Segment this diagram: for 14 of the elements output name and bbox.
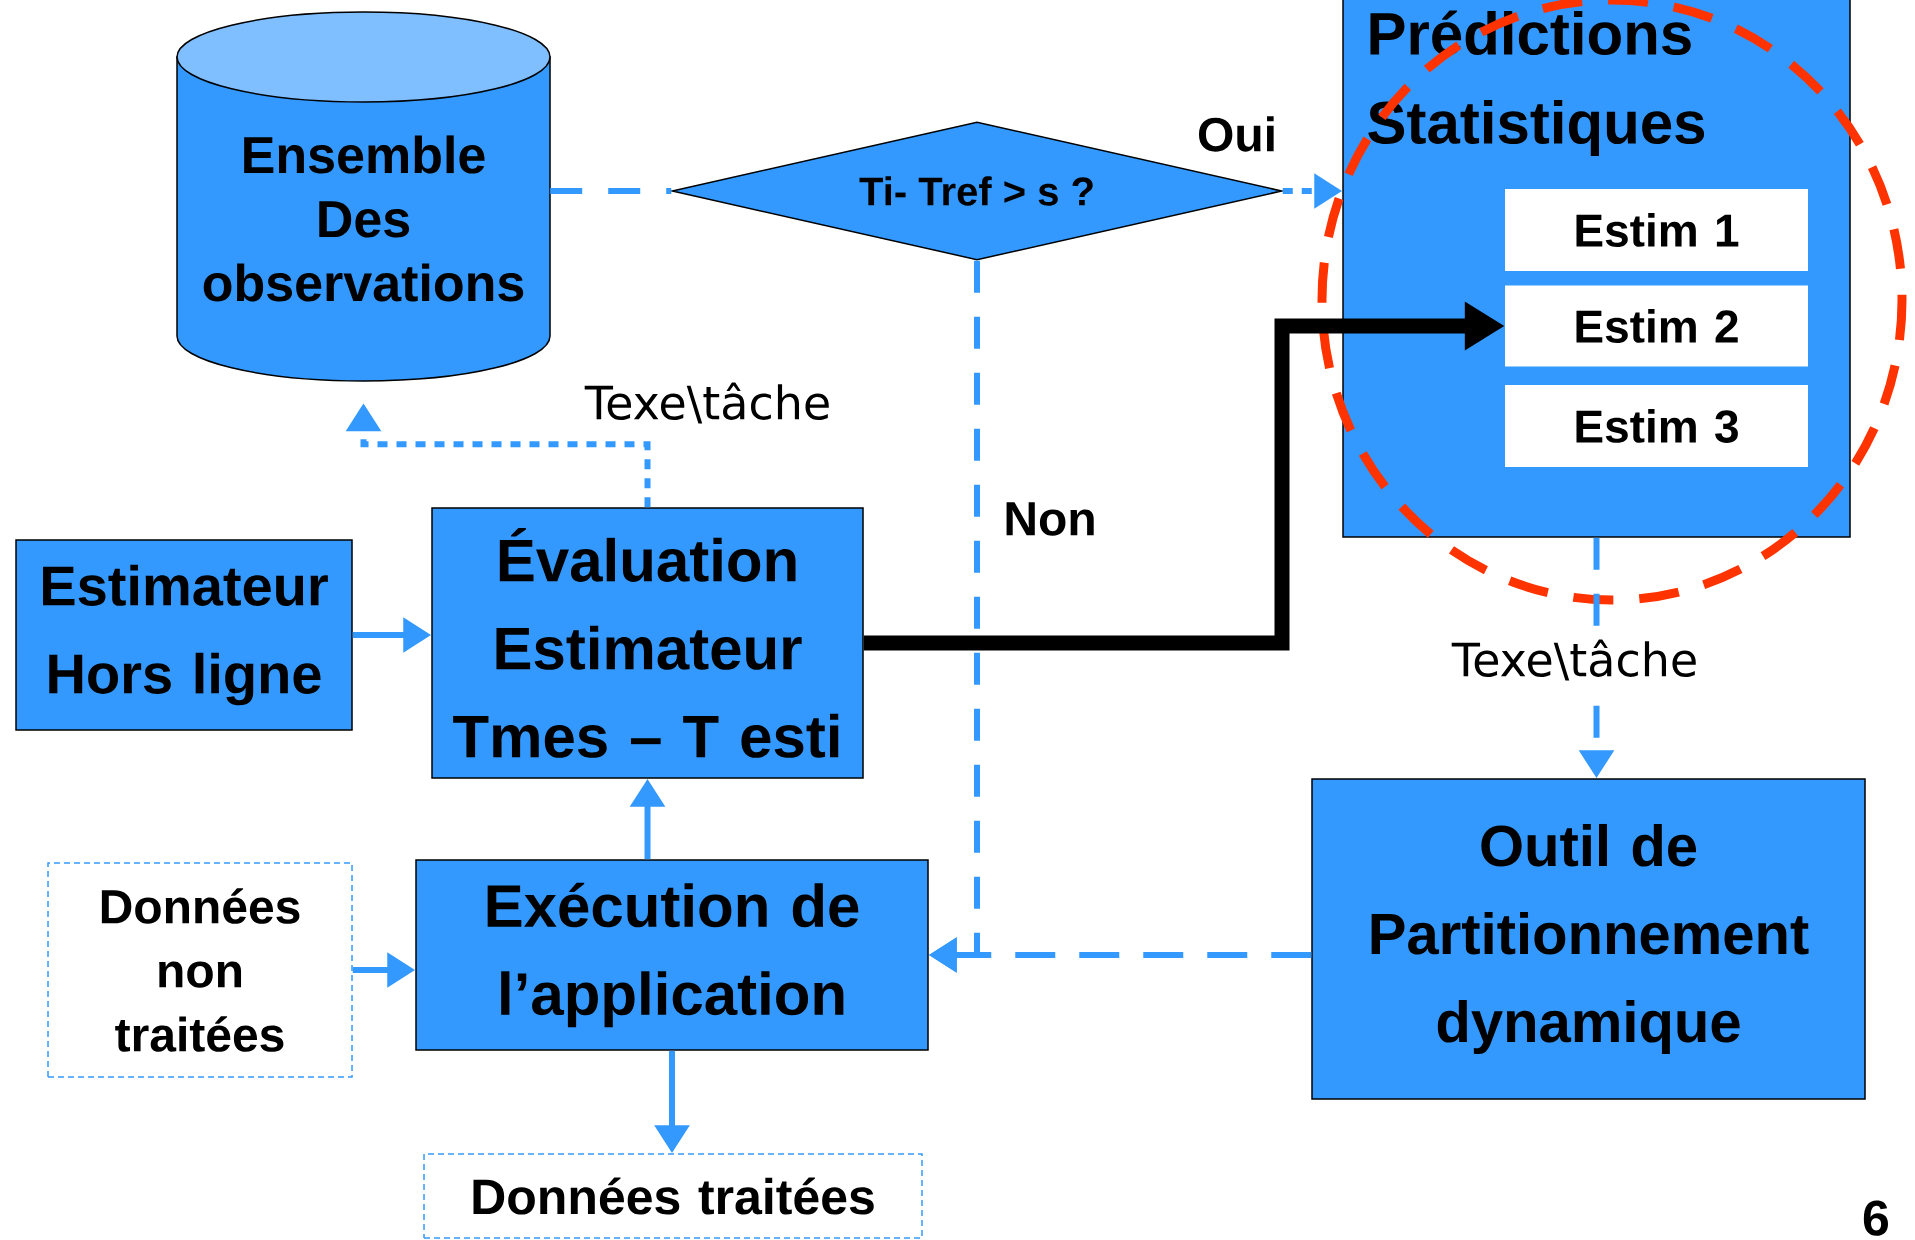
database-cylinder: Ensemble Des observations xyxy=(176,11,551,382)
process-box: Évaluation Estimateur Tmes – T esti xyxy=(431,507,864,779)
data-box: Données traitées xyxy=(423,1153,923,1239)
process-box: Estimateur Hors ligne xyxy=(15,539,353,731)
data-box: Données non traitées xyxy=(47,862,353,1078)
list-box: Estim 1 xyxy=(1505,189,1808,271)
process-box: Exécution de l’application xyxy=(415,859,929,1051)
list-box: Estim 2 xyxy=(1505,285,1808,367)
edge-label: Non xyxy=(1000,499,1100,539)
page-number: 6 xyxy=(1863,1200,1888,1236)
edge-label: Texe\tâche xyxy=(1448,636,1702,684)
edge-label: Texe\tâche xyxy=(581,379,835,427)
list-box: Estim 3 xyxy=(1505,385,1808,467)
process-box: Outil de Partitionnement dynamique xyxy=(1311,778,1866,1100)
